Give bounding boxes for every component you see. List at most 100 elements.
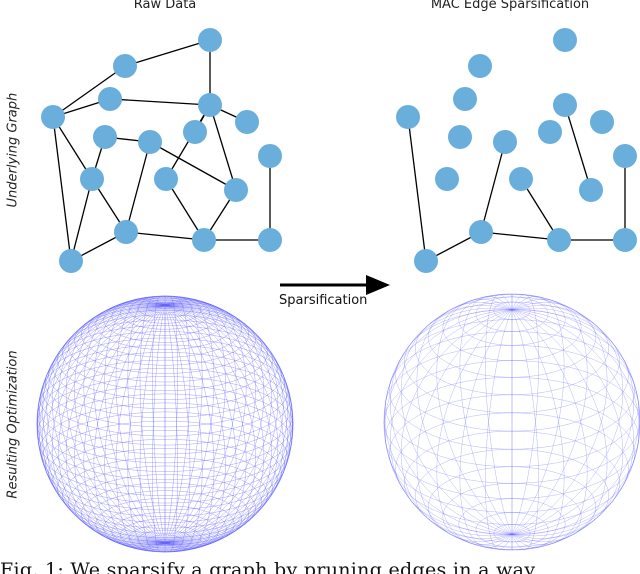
mesh-line — [458, 498, 566, 550]
mesh-line — [511, 296, 565, 535]
mesh-line — [164, 304, 294, 544]
graph-edge — [125, 141, 151, 233]
mesh-line — [511, 307, 634, 535]
graph-node — [192, 228, 216, 252]
graph-node — [235, 110, 259, 134]
mesh-line — [427, 296, 597, 378]
mesh-line — [152, 305, 166, 553]
mesh-line — [164, 295, 178, 543]
mesh-line — [511, 309, 634, 537]
mesh-line — [442, 294, 582, 361]
mesh-line — [511, 302, 608, 535]
mesh-line — [51, 302, 166, 544]
mesh-line — [511, 309, 588, 546]
sparse-sphere-mesh — [383, 293, 640, 551]
graph-node — [154, 167, 178, 191]
mesh-line — [164, 304, 279, 546]
mesh-line — [164, 296, 203, 544]
graph-node — [396, 105, 420, 129]
mesh-line — [36, 304, 166, 544]
mesh-line — [485, 294, 513, 535]
graph-node — [113, 54, 137, 78]
mesh-line — [388, 394, 636, 513]
graph-node — [183, 120, 207, 144]
mesh-line — [458, 294, 566, 346]
graph-node — [553, 28, 577, 52]
mesh-line — [164, 304, 291, 544]
sparsified-graph — [396, 28, 637, 273]
graph-edge — [407, 116, 427, 262]
sphere-outline — [383, 293, 640, 551]
graph-edge — [165, 104, 211, 180]
mesh-line — [390, 307, 513, 535]
mesh-line — [37, 304, 166, 544]
mesh-line — [511, 294, 539, 535]
graph-node — [453, 87, 477, 111]
mesh-line — [390, 309, 513, 537]
mesh-line — [385, 376, 639, 499]
mesh-line — [164, 304, 203, 552]
graph-node — [538, 120, 562, 144]
mesh-line — [164, 304, 226, 551]
mesh-line — [416, 302, 513, 535]
mesh-line — [385, 345, 639, 468]
figure-caption: Fig. 1: We sparsify a graph by pruning e… — [0, 559, 536, 574]
mesh-line — [115, 304, 166, 551]
graph-node — [509, 167, 533, 191]
mesh-line — [164, 297, 226, 544]
graph-node — [41, 105, 65, 129]
graph-node — [258, 228, 282, 252]
graph-node — [590, 110, 614, 134]
mesh-line — [164, 304, 288, 544]
graph-edge — [480, 141, 506, 233]
graph-node — [448, 125, 472, 149]
graph-edge — [109, 98, 211, 106]
mac-sparsification-title: MAC Edge Sparsification — [430, 0, 590, 12]
mesh-line — [404, 430, 620, 535]
mesh-line — [139, 304, 166, 552]
mesh-line — [384, 309, 513, 535]
mesh-line — [388, 331, 636, 450]
mesh-line — [164, 296, 191, 544]
graph-edge — [52, 116, 72, 262]
graph-node — [435, 167, 459, 191]
mesh-line — [475, 512, 549, 548]
mesh-line — [511, 309, 608, 542]
graph-edge — [564, 104, 592, 191]
graph-node — [198, 28, 222, 52]
graph-node — [493, 130, 517, 154]
sparsification-label: Sparsification — [279, 293, 368, 308]
graph-edge — [70, 178, 93, 262]
mesh-line — [511, 309, 624, 539]
graph-edge — [125, 231, 205, 241]
mesh-line — [427, 466, 597, 548]
mesh-line — [37, 304, 166, 544]
graph-edge — [52, 65, 126, 118]
mesh-line — [511, 309, 640, 535]
mesh-line — [511, 298, 588, 535]
mesh-line — [416, 309, 513, 542]
mesh-line — [404, 309, 620, 414]
graph-node — [547, 228, 571, 252]
graph-node — [579, 178, 603, 202]
graph-edge — [209, 104, 237, 191]
graph-node — [138, 130, 162, 154]
mesh-line — [511, 305, 624, 535]
mesh-line — [127, 304, 166, 552]
graph-node — [224, 178, 248, 202]
mesh-line — [459, 296, 513, 535]
graph-node — [414, 249, 438, 273]
mesh-line — [400, 305, 513, 535]
mesh-line — [415, 301, 609, 396]
mesh-line — [39, 304, 166, 544]
mesh-line — [511, 309, 640, 535]
mesh-line — [164, 304, 288, 544]
mesh-line — [42, 304, 166, 544]
raw-data-title: Raw Data — [133, 0, 197, 12]
graph-node — [98, 87, 122, 111]
sphere-outline — [36, 295, 294, 553]
graph-edge — [52, 116, 93, 180]
mesh-line — [415, 448, 609, 543]
graph-node — [198, 93, 222, 117]
